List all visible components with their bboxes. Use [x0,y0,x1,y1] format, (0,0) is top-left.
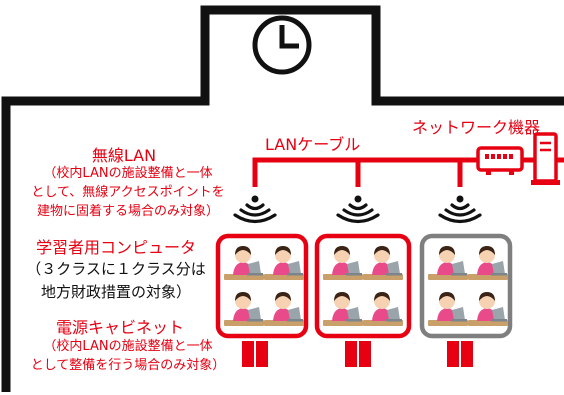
classroom-box [314,233,412,339]
wifi-signal-icon [438,195,482,224]
student-at-laptop-icon [468,292,508,326]
wireless-lan-title: 無線LAN [91,146,157,165]
building-wall [1,5,564,392]
wireless-note-line-3: 建物に固着する場合のみ対象） [36,204,219,219]
network-switch-icon [476,146,524,175]
charging-cabinet-icon [242,341,268,367]
student-at-laptop-icon [363,292,403,326]
student-at-laptop-icon [264,246,304,280]
student-at-laptop-icon [323,246,363,280]
student-at-laptop-icon [468,246,508,280]
clock-icon [252,15,312,75]
classroom-box [419,233,513,339]
charging-cabinet-icon [447,341,473,367]
wifi-signal-icon [336,195,380,224]
wifi-signal-icon [233,195,277,224]
network-equipment-label: ネットワーク機器 [412,118,541,137]
student-computers-title: 学習者用コンピュータ [35,238,196,257]
student-at-laptop-icon [428,246,468,280]
power-cabinet-note-line-2: として整備を行う場合のみ対象） [30,358,226,373]
student-at-laptop-icon [264,292,304,326]
student-at-laptop-icon [224,292,264,326]
classroom-box [215,233,309,339]
lan-cable [252,157,564,187]
wireless-note-line-2: として、無線アクセスポイントを [31,185,225,200]
student-at-laptop-icon [363,246,403,280]
student-computers-note-line-2: 地方財政措置の対象） [40,283,191,301]
student-at-laptop-icon [428,292,468,326]
server-tower-icon [531,132,560,185]
charging-cabinet-icon [345,341,371,367]
wireless-note-line-1: （校内LANの施設整備と一体 [43,166,213,181]
power-cabinet-title: 電源キャビネット [55,318,184,337]
student-at-laptop-icon [323,292,363,326]
student-at-laptop-icon [224,246,264,280]
lan-cable-label: LANケーブル [265,135,361,154]
classroom-frames [215,233,513,339]
power-cabinet-note-line-1: （校内LANの施設整備と一体 [43,339,213,354]
wifi-signal-icons [233,195,482,224]
power-cabinets [242,341,473,367]
student-computers-note-line-1: （３クラスに１クラス分は [26,260,206,278]
